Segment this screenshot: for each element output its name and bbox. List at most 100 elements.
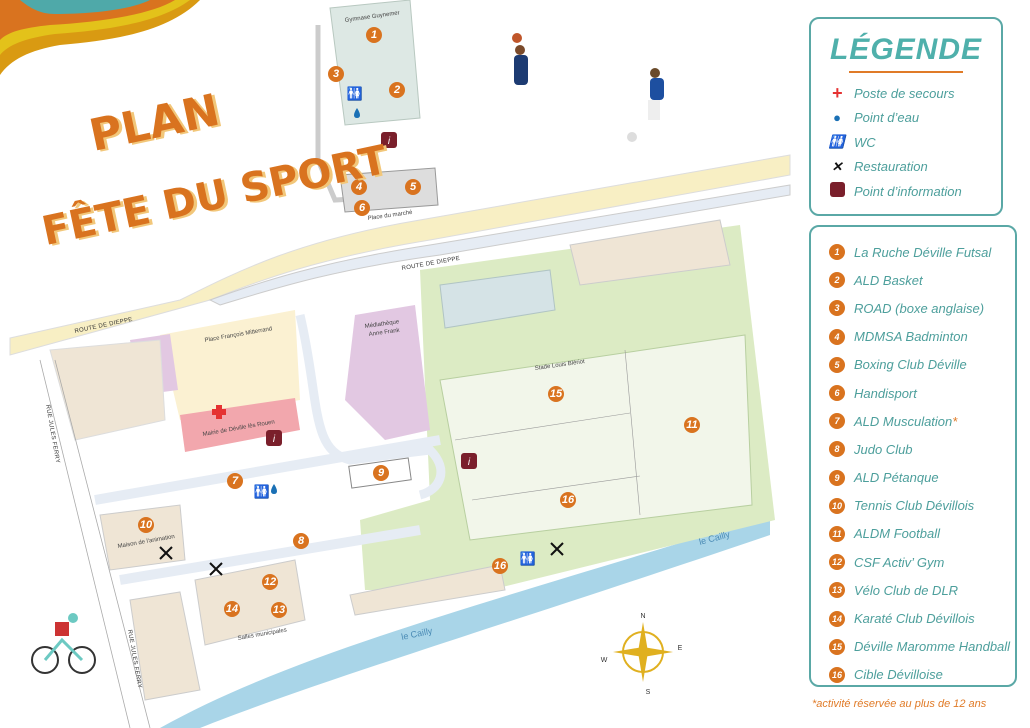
legend-label: Restauration	[854, 159, 928, 175]
club-name: Karaté Club Dévillois	[854, 611, 975, 627]
club-list-item: 3 ROAD (boxe anglaise)	[811, 294, 1015, 322]
svg-text:15: 15	[550, 388, 563, 400]
marker-4[interactable]: 4	[351, 179, 367, 195]
restaurant-icon	[159, 546, 173, 560]
legend-item-wc: 🚻WC	[811, 130, 1001, 155]
club-name: Handisport	[854, 385, 917, 401]
basketball-player-illustration	[512, 33, 528, 85]
club-number-badge: 8	[829, 441, 845, 458]
river-le-cailly	[160, 515, 770, 728]
svg-text:10: 10	[140, 519, 153, 531]
club-number-badge: 2	[829, 272, 845, 289]
svg-text:5: 5	[410, 181, 417, 193]
club-name: ROAD (boxe anglaise)	[854, 300, 985, 316]
marker-8[interactable]: 8	[293, 533, 309, 549]
wc-icon: 🚻	[520, 551, 536, 566]
legend-label: Poste de secours	[854, 85, 955, 101]
marker-2[interactable]: 2	[389, 82, 405, 98]
wc-icon: 🚻	[828, 134, 846, 150]
road-route-de-dieppe	[9, 154, 791, 356]
svg-text:11: 11	[686, 419, 697, 431]
club-name: Cible Dévilloise	[854, 667, 943, 683]
cyclist-illustration	[31, 613, 96, 674]
club-number-badge: 3	[829, 300, 845, 317]
marker-14[interactable]: 14	[224, 601, 240, 617]
label-place-du-marche: Place du marché	[367, 210, 413, 222]
svg-text:14: 14	[226, 603, 238, 615]
club-name: Tennis Club Dévillois	[854, 498, 975, 514]
info-icon[interactable]: i	[381, 132, 397, 148]
legend-heading: LÉGENDE	[829, 33, 983, 66]
legend-label: Point d’information	[854, 183, 962, 199]
restaurant-icon: ✕	[831, 158, 843, 174]
club-number-badge: 12	[829, 554, 845, 571]
svg-text:9: 9	[378, 467, 385, 479]
club-number-badge: 6	[829, 385, 845, 402]
label-anne-frank: Anne Frank	[368, 328, 401, 338]
legend-panel: LÉGENDE +Poste de secours ●Point d’eau 🚻…	[809, 17, 1003, 216]
info-icon[interactable]: i	[266, 430, 282, 446]
info-icon	[827, 182, 847, 200]
club-name: Vélo Club de DLR	[854, 582, 959, 598]
club-name: ALD Musculation	[854, 413, 953, 429]
club-number-badge: 14	[829, 610, 845, 627]
svg-text:1: 1	[371, 29, 377, 41]
marker-11[interactable]: 11	[684, 417, 700, 433]
water-drop-icon: ●	[833, 110, 841, 126]
club-name: Judo Club	[854, 441, 913, 457]
svg-text:8: 8	[298, 535, 305, 547]
footnote: *activité réservée au plus de 12 ans	[812, 698, 987, 710]
club-name: ALDM Football	[854, 526, 940, 542]
club-list-item: 2 ALD Basket	[811, 266, 1015, 294]
club-list-item: 1 La Ruche Déville Futsal	[811, 238, 1015, 266]
club-name: ALD Basket	[854, 272, 923, 288]
club-name: MDMSA Badminton	[854, 329, 968, 345]
first-aid-cross-icon: +	[831, 82, 843, 103]
water-drop-icon	[271, 484, 277, 494]
marker-16[interactable]: 16	[560, 492, 576, 508]
marker-15[interactable]: 15	[548, 386, 564, 402]
age-restriction-asterisk: *	[952, 413, 958, 429]
marker-3[interactable]: 3	[328, 66, 344, 82]
marker-16-b[interactable]: 16	[492, 558, 508, 574]
club-number-badge: 16	[829, 666, 845, 683]
label-mediatheque: Médiathèque	[364, 319, 400, 330]
compass-rose: N E S W	[601, 613, 683, 696]
marker-12[interactable]: 12	[262, 574, 278, 590]
club-name: Déville Maromme Handball	[854, 639, 1011, 655]
info-icon[interactable]: i	[461, 453, 477, 469]
marker-9[interactable]: 9	[373, 465, 389, 481]
svg-text:7: 7	[232, 475, 239, 487]
club-number-badge: 10	[829, 497, 845, 514]
water-drop-icon	[354, 108, 360, 118]
svg-text:3: 3	[333, 68, 339, 80]
marker-7[interactable]: 7	[227, 473, 243, 489]
svg-text:16: 16	[494, 560, 507, 572]
club-list-item: 10 Tennis Club Dévillois	[811, 492, 1015, 520]
wc-icon: 🚻	[347, 86, 363, 101]
marker-10[interactable]: 10	[138, 517, 154, 533]
club-number-badge: 1	[829, 244, 845, 261]
club-name: La Ruche Déville Futsal	[854, 244, 992, 260]
svg-text:12: 12	[264, 576, 276, 588]
marker-1[interactable]: 1	[366, 27, 382, 43]
svg-text:E: E	[678, 645, 683, 652]
legend-item-info: Point d’information	[811, 179, 1001, 204]
football-player-illustration	[627, 68, 664, 142]
marker-13[interactable]: 13	[271, 602, 287, 618]
club-name: Boxing Club Déville	[854, 357, 967, 373]
club-number-badge: 9	[829, 469, 845, 486]
marker-5[interactable]: 5	[405, 179, 421, 195]
decorative-waves	[0, 0, 200, 75]
svg-text:N: N	[640, 613, 645, 620]
legend-item-restaurant: ✕ Restauration	[811, 155, 1001, 180]
marker-6[interactable]: 6	[354, 200, 370, 216]
svg-text:i: i	[388, 136, 391, 147]
